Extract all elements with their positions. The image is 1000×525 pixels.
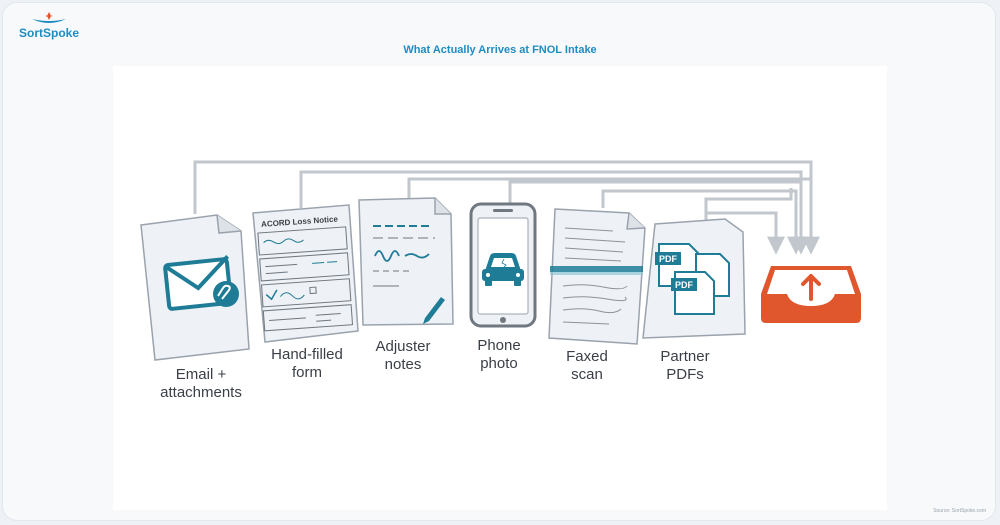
label-email-line2: attachments (160, 384, 242, 401)
logo-mark-icon (32, 12, 66, 23)
label-notes: Adjuster notes (343, 338, 463, 374)
label-notes-line2: notes (384, 356, 422, 373)
handwritten-notes-with-pen-icon (373, 225, 445, 324)
connector-notes (407, 177, 813, 199)
smartphone-car-photo-icon (469, 202, 537, 328)
logo-text: SortSpoke (18, 26, 79, 40)
source-credit: Source: SortSpoke.com (933, 508, 986, 514)
connector-fax (601, 189, 805, 255)
label-notes-line1: Adjuster (375, 338, 431, 355)
email-card (140, 214, 250, 361)
label-form: Hand-filled form (247, 346, 367, 382)
pdf-files-icon: PDF PDF (655, 243, 730, 315)
label-pdf: Partner PDFs (625, 348, 745, 384)
phone-card (469, 202, 537, 328)
pdf-badge-1: PDF (659, 254, 678, 264)
faxed-document-icon (550, 227, 643, 325)
partner-pdf-card: PDF PDF (642, 218, 746, 339)
sortspoke-logo: SortSpoke (14, 10, 84, 44)
label-fax-line1: Faxed (566, 348, 608, 365)
connector-form (299, 170, 810, 255)
label-email: Email + attachments (141, 366, 261, 402)
connector-email (193, 160, 820, 255)
label-photo-line2: photo (480, 355, 518, 372)
envelope-with-paperclip-icon (163, 255, 239, 311)
label-photo-line1: Phone (477, 337, 521, 354)
connector-photo (508, 180, 803, 204)
connectors (193, 160, 820, 255)
pdf-file-3: PDF (671, 271, 715, 315)
adjuster-notes-card (358, 197, 454, 326)
acord-form-card: ACORD Loss Notice (252, 204, 359, 343)
label-email-line1: Email + (175, 366, 227, 383)
inbox-tray-upload-icon (761, 266, 861, 323)
connector-pdf (704, 188, 793, 224)
label-photo: Phone photo (439, 337, 559, 373)
diagram-canvas: ACORD Loss Notice (113, 66, 887, 510)
page-title: What Actually Arrives at FNOL Intake (403, 44, 597, 56)
diagram-svg: ACORD Loss Notice (140, 160, 861, 361)
pdf-badge-2: PDF (675, 280, 694, 290)
label-form-line2: form (292, 364, 322, 381)
connector-pdf-b (704, 211, 785, 255)
label-fax-line2: scan (571, 366, 603, 383)
label-pdf-line2: PDFs (666, 366, 704, 383)
label-pdf-line1: Partner (660, 348, 710, 365)
label-fax: Faxed scan (527, 348, 647, 384)
label-form-line1: Hand-filled (271, 346, 343, 363)
fax-card (548, 208, 646, 345)
